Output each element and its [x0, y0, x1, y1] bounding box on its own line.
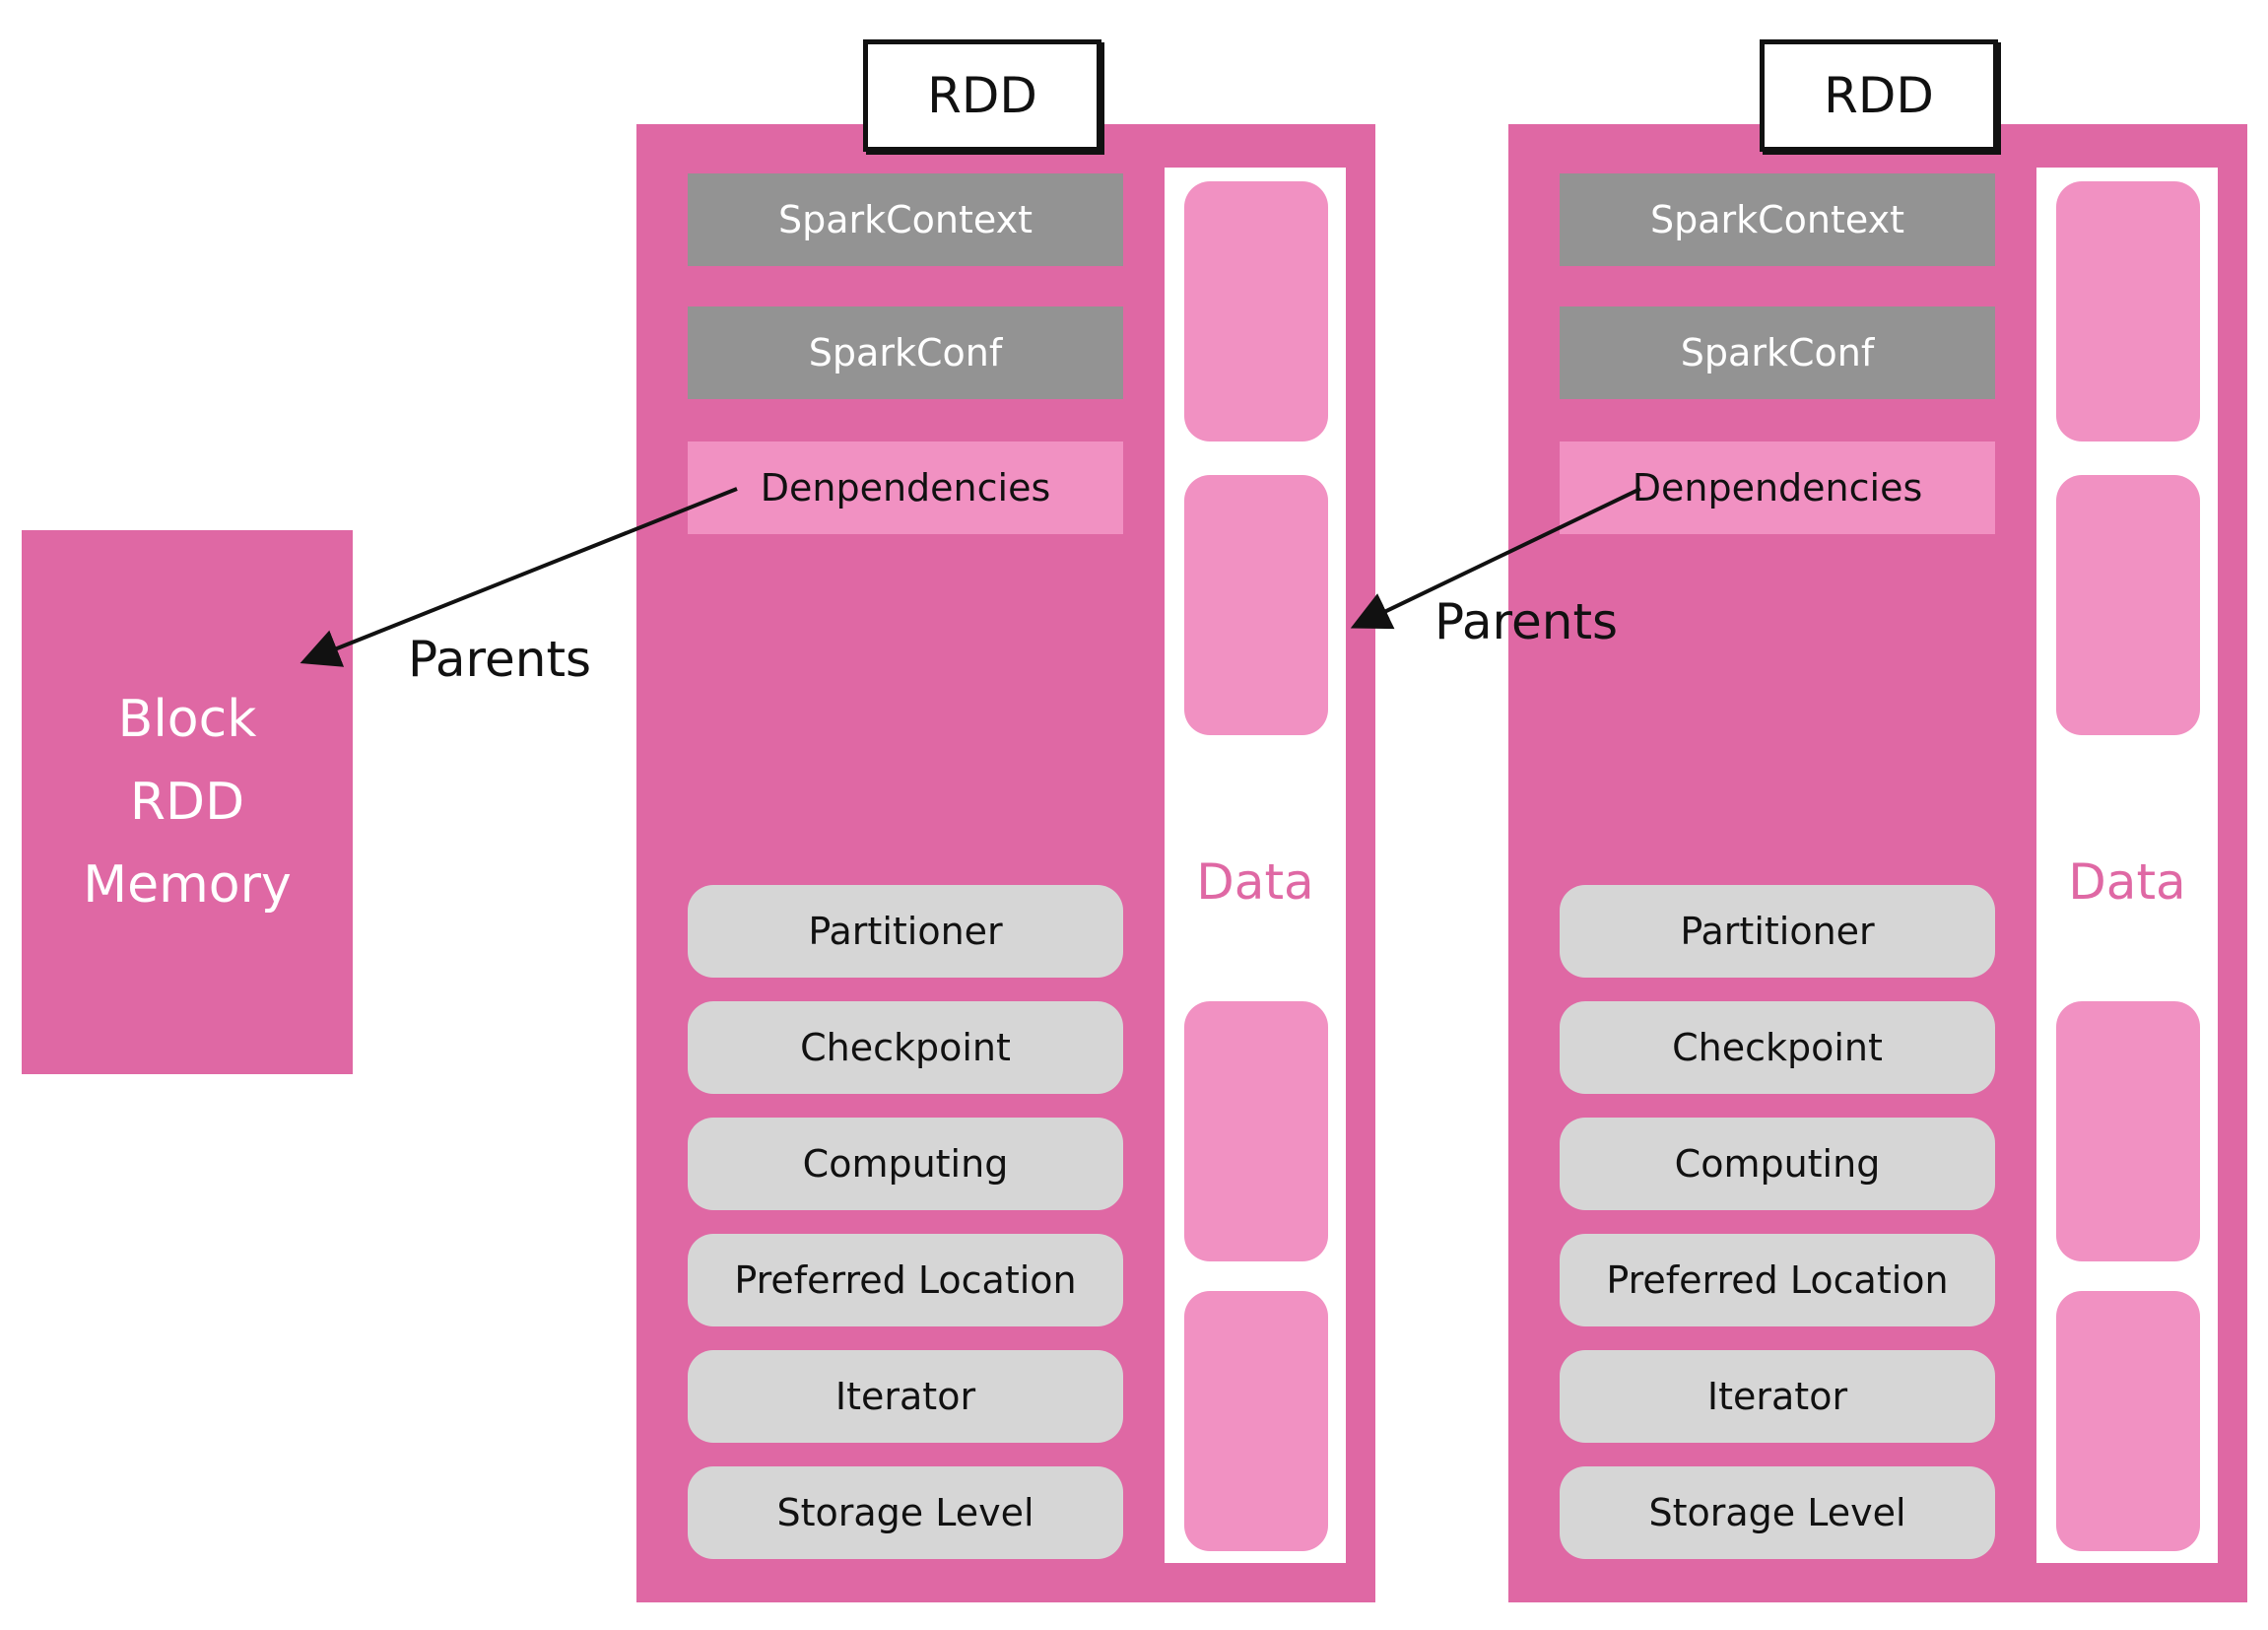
dependencies-field: Denpendencies — [1560, 441, 1995, 534]
data-partition — [1184, 1291, 1328, 1551]
partitioner-field: Partitioner — [688, 885, 1123, 978]
computing-field: Computing — [1560, 1118, 1995, 1210]
preferred-location-field: Preferred Location — [1560, 1234, 1995, 1326]
block-rdd-line: Block — [117, 690, 257, 749]
rdd-title-2: RDD — [1760, 39, 1998, 152]
block-rdd-line: Memory — [83, 855, 292, 915]
block-rdd-memory: Block RDD Memory — [22, 530, 353, 1074]
data-partition — [2056, 181, 2200, 441]
spark-conf-field: SparkConf — [1560, 306, 1995, 399]
storage-level-field: Storage Level — [1560, 1466, 1995, 1559]
storage-level-field: Storage Level — [688, 1466, 1123, 1559]
preferred-location-field: Preferred Location — [688, 1234, 1123, 1326]
parents-arrow-1 — [300, 487, 738, 667]
data-partition — [1184, 181, 1328, 441]
spark-context-field: SparkContext — [688, 173, 1123, 266]
data-partition — [2056, 1001, 2200, 1261]
parents-label-2: Parents — [1434, 593, 1619, 650]
data-partition — [2056, 1291, 2200, 1551]
rdd-title-1: RDD — [863, 39, 1101, 152]
iterator-field: Iterator — [688, 1350, 1123, 1443]
parents-label-1: Parents — [408, 631, 592, 688]
rdd-container-1: SparkContext SparkConf Denpendencies Par… — [636, 124, 1375, 1602]
checkpoint-field: Checkpoint — [688, 1001, 1123, 1094]
iterator-field: Iterator — [1560, 1350, 1995, 1443]
parents-arrow-2 — [1350, 487, 1641, 630]
computing-field: Computing — [688, 1118, 1123, 1210]
data-partition — [1184, 475, 1328, 735]
checkpoint-field: Checkpoint — [1560, 1001, 1995, 1094]
spark-context-field: SparkContext — [1560, 173, 1995, 266]
data-column: Data — [2036, 168, 2218, 1563]
data-partition — [2056, 475, 2200, 735]
data-partition — [1184, 1001, 1328, 1261]
data-column: Data — [1165, 168, 1346, 1563]
dependencies-field: Denpendencies — [688, 441, 1123, 534]
block-rdd-line: RDD — [129, 773, 245, 832]
data-label: Data — [1196, 853, 1314, 911]
rdd-container-2: SparkContext SparkConf Denpendencies Par… — [1508, 124, 2247, 1602]
spark-conf-field: SparkConf — [688, 306, 1123, 399]
partitioner-field: Partitioner — [1560, 885, 1995, 978]
data-label: Data — [2068, 853, 2186, 911]
